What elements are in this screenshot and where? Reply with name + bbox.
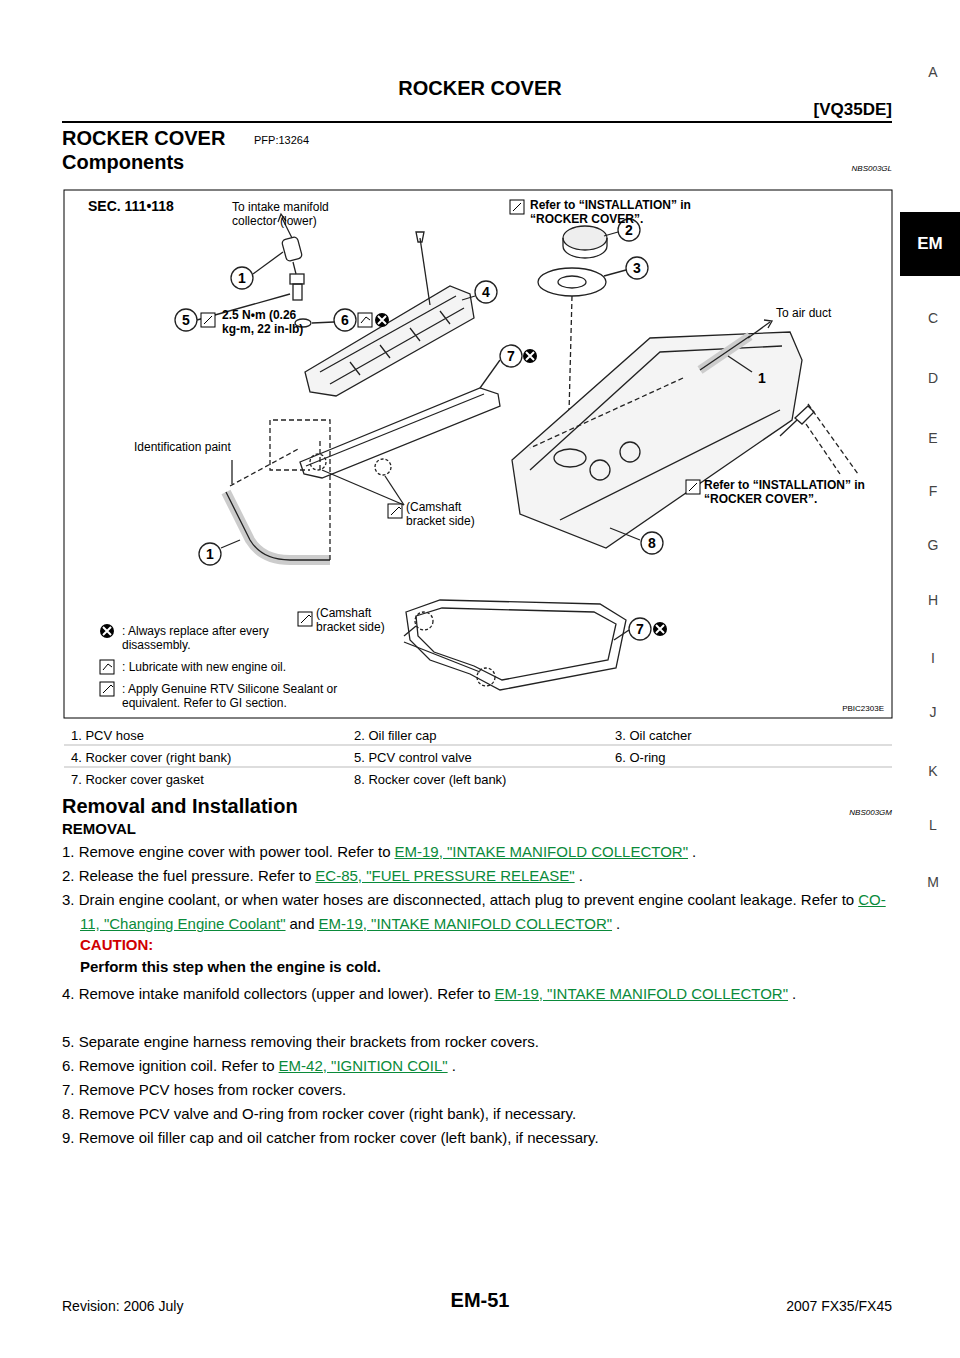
step-text: 6. Remove ignition coil. Refer to	[62, 1057, 275, 1074]
text-label: 1. PCV hose	[71, 728, 144, 744]
text-label: Revision: 2006 July	[62, 1298, 183, 1315]
step-text: .	[792, 985, 796, 1002]
text-label: C	[928, 310, 938, 327]
step-text: 4. Remove intake manifold collectors (up…	[62, 985, 491, 1002]
text-label: EM-51	[451, 1288, 510, 1312]
text-label: 3. Oil catcher	[615, 728, 692, 744]
text-label: [VQ35DE]	[814, 100, 892, 120]
callout-number: 7	[636, 621, 644, 638]
procedure-step: 5. Separate engine harness removing thei…	[62, 1030, 892, 1054]
text-label: PFP:13264	[254, 134, 309, 147]
step-text: 3. Drain engine coolant, or when water h…	[62, 891, 854, 908]
text-label: PBIC2303E	[842, 704, 884, 714]
step-text: .	[452, 1057, 456, 1074]
text-label: E	[928, 430, 937, 447]
callout-number: 6	[341, 312, 349, 329]
text-label: CAUTION:	[80, 936, 153, 954]
step-text: 1. Remove engine cover with power tool. …	[62, 843, 391, 860]
step-text: 2. Release the fuel pressure. Refer to	[62, 867, 311, 884]
callout-number: 7	[507, 348, 515, 365]
text-label: D	[928, 370, 938, 387]
text-label: 4. Rocker cover (right bank)	[71, 750, 231, 766]
text-label: To intake manifold collector (lower)	[232, 200, 354, 229]
text-label: A	[928, 64, 937, 81]
callout-number: 2	[625, 222, 633, 239]
text-label: J	[930, 704, 937, 721]
step-text: 7. Remove PCV hoses from rocker covers.	[62, 1081, 346, 1098]
callout-number: 3	[633, 260, 641, 277]
text-label: H	[928, 592, 938, 609]
procedure-step: 1. Remove engine cover with power tool. …	[62, 840, 892, 864]
text-label: NBS003GM	[849, 808, 892, 818]
text-label: ROCKER COVER	[398, 76, 561, 100]
text-label: REMOVAL	[62, 820, 136, 838]
text-label: To air duct	[776, 306, 831, 320]
text-label: SEC. 111•118	[88, 198, 174, 215]
text-label: K	[928, 763, 937, 780]
text-label: M	[927, 874, 939, 891]
text-label: Components	[62, 150, 184, 174]
text-label: 2. Oil filler cap	[354, 728, 436, 744]
procedure-step: 2. Release the fuel pressure. Refer toEC…	[62, 864, 892, 888]
text-label: : Lubricate with new engine oil.	[122, 660, 362, 674]
text-label: 6. O-ring	[615, 750, 666, 766]
text-label: G	[928, 537, 939, 554]
callout-number: 1	[758, 370, 766, 387]
text-label: NBS003GL	[852, 164, 892, 174]
callout-number: 1	[238, 270, 246, 287]
text-label: 8. Rocker cover (left bank)	[354, 772, 506, 788]
step-text: 8. Remove PCV valve and O-ring from rock…	[62, 1105, 576, 1122]
procedure-step: 6. Remove ignition coil. Refer toEM-42, …	[62, 1054, 892, 1078]
text-label: : Always replace after every disassembly…	[122, 624, 274, 653]
section-title: ROCKER COVER	[62, 126, 225, 150]
text-label: Identification paint	[134, 440, 231, 454]
text-label: Refer to “INSTALLATION” in “ROCKER COVER…	[704, 478, 876, 507]
text-label: 7. Rocker cover gasket	[71, 772, 204, 788]
text-label: Perform this step when the engine is col…	[80, 958, 381, 976]
step-text: .	[616, 915, 620, 932]
step-text: .	[692, 843, 696, 860]
cross-reference-link: EM-19, "INTAKE MANIFOLD COLLECTOR"	[319, 915, 612, 932]
cross-reference-link: EC-85, "FUEL PRESSURE RELEASE"	[315, 867, 574, 884]
procedure-step: 9. Remove oil filler cap and oil catcher…	[62, 1126, 892, 1150]
procedure-step: 4. Remove intake manifold collectors (up…	[62, 982, 892, 1006]
text-label: EM	[917, 234, 943, 254]
text-label: 2007 FX35/FX45	[786, 1298, 892, 1315]
procedure-step: 7. Remove PCV hoses from rocker covers.	[62, 1078, 892, 1102]
text-label: L	[929, 817, 937, 834]
step-text: 9. Remove oil filler cap and oil catcher…	[62, 1129, 599, 1146]
text-label: F	[929, 483, 938, 500]
text-label: (Camshaft bracket side)	[316, 606, 414, 635]
cross-reference-link: EM-19, "INTAKE MANIFOLD COLLECTOR"	[395, 843, 688, 860]
text-label: I	[931, 650, 935, 667]
text-label: (Camshaft bracket side)	[406, 500, 504, 529]
step-text: .	[579, 867, 583, 884]
step-text: 5. Separate engine harness removing thei…	[62, 1033, 539, 1050]
text-label: Removal and Installation	[62, 794, 298, 818]
callout-number: 1	[206, 546, 214, 563]
text-label: 2.5 N•m (0.26 kg-m, 22 in-lb)	[222, 308, 306, 337]
callout-number: 4	[482, 284, 490, 301]
text-label: Refer to “INSTALLATION” in “ROCKER COVER…	[530, 198, 698, 227]
callout-number: 8	[648, 535, 656, 552]
text-label: 5. PCV control valve	[354, 750, 472, 766]
step-text: and	[290, 915, 315, 932]
procedure-step: 3. Drain engine coolant, or when water h…	[62, 888, 892, 936]
callout-number: 5	[182, 312, 190, 329]
cross-reference-link: EM-19, "INTAKE MANIFOLD COLLECTOR"	[495, 985, 788, 1002]
text-label: : Apply Genuine RTV Silicone Sealant or …	[122, 682, 372, 711]
procedure-step: 8. Remove PCV valve and O-ring from rock…	[62, 1102, 892, 1126]
cross-reference-link: EM-42, "IGNITION COIL"	[279, 1057, 448, 1074]
